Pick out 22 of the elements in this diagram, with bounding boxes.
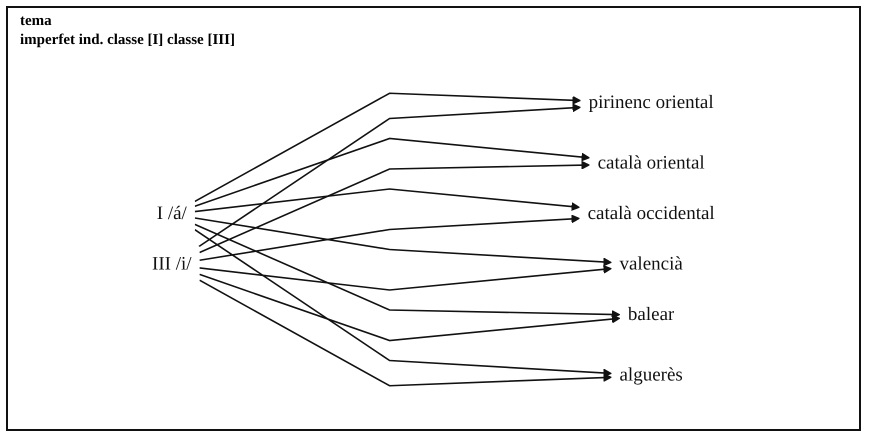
node-label: I /á/ — [156, 203, 187, 224]
arrow — [200, 214, 580, 262]
arrow — [199, 274, 620, 342]
arrow — [194, 92, 582, 202]
node-label: alguerès — [620, 364, 683, 386]
diagram-title: tema — [20, 12, 53, 31]
text-node: català oriental — [590, 146, 713, 182]
text-node: pirinenc oriental — [580, 85, 722, 122]
node-label: III /i/ — [152, 254, 192, 274]
arrow — [194, 217, 612, 266]
arrow — [194, 138, 590, 207]
node-label: balear — [628, 304, 674, 325]
arrow — [194, 229, 612, 378]
arrow — [194, 188, 580, 212]
column-header: imperfet ind. classe [I] classe [III] — [20, 31, 235, 50]
text-node: català occidental — [580, 196, 723, 232]
node-label: valencià — [620, 254, 683, 274]
arrow — [198, 103, 582, 248]
arrow — [199, 160, 590, 254]
arrow — [199, 280, 612, 387]
arrow — [194, 224, 620, 319]
arrow — [200, 264, 612, 291]
